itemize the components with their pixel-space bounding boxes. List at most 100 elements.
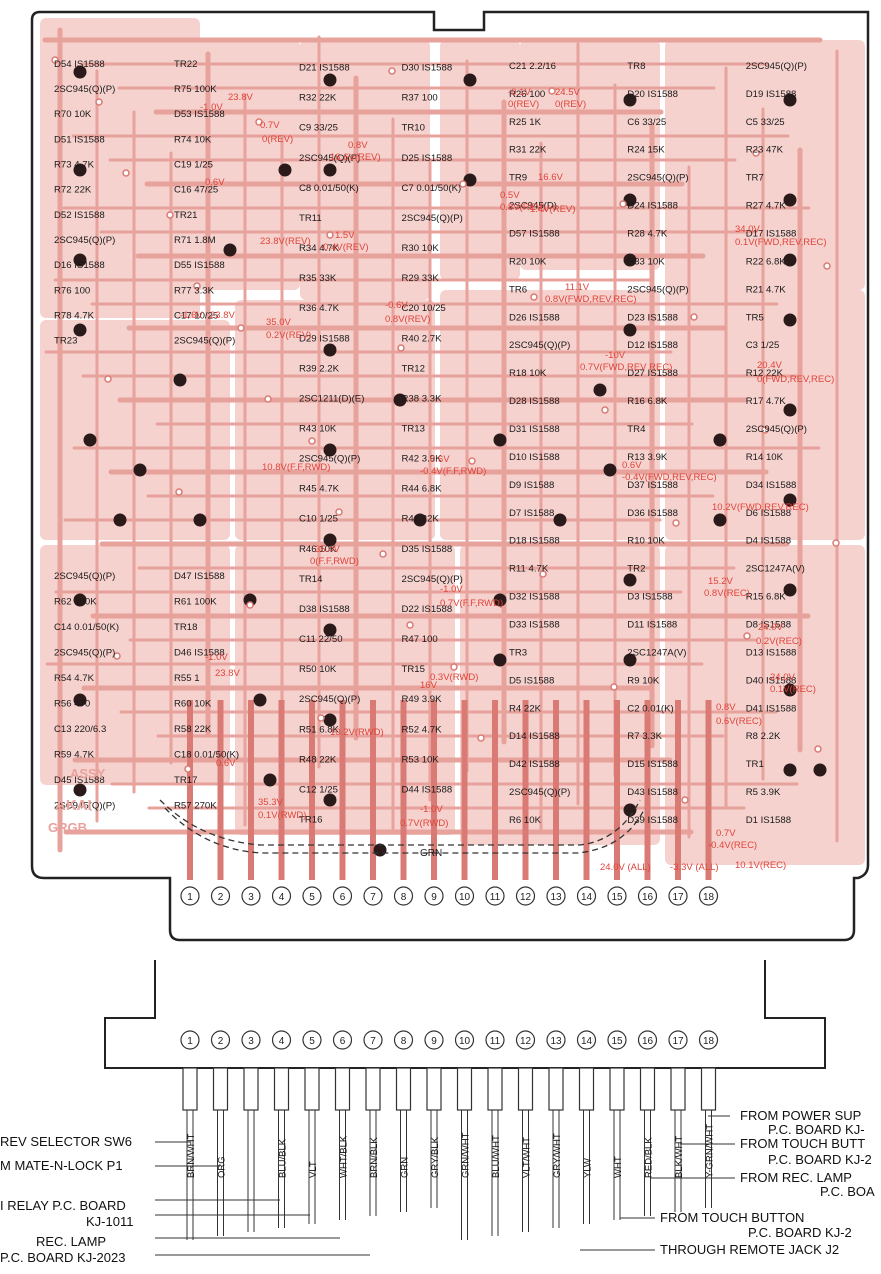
component-label: 2SC945(Q)(P) — [627, 284, 688, 295]
component-label: 2SC945(Q)(P) — [509, 340, 570, 351]
copper-region — [665, 40, 865, 290]
component-label: 2SC1211(D)(E) — [299, 393, 364, 404]
component-label: R20 10K — [509, 256, 547, 267]
voltage-label: -0.4V(REC) — [708, 840, 757, 851]
component-label: R5 3.9K — [746, 787, 781, 798]
solder-pad — [413, 513, 427, 527]
board-pin-circle — [302, 886, 322, 906]
component-label: D16 IS1588 — [54, 260, 105, 271]
component-label: D44 IS1588 — [402, 784, 453, 795]
wire-color-label: WHT — [613, 1156, 624, 1178]
component-label: R43 10K — [299, 424, 337, 435]
connector-pin-circle — [180, 1030, 200, 1050]
voltage-label: 0.6V — [205, 177, 225, 188]
connector-pin-number: 8 — [401, 1036, 407, 1047]
voltage-label: 0.5V — [500, 190, 520, 201]
voltage-label: 0.7V(RWD) — [400, 818, 448, 829]
solder-pad — [493, 653, 507, 667]
voltage-label: 0.8V — [716, 702, 736, 713]
connector-terminal — [426, 1067, 442, 1111]
component-label: 2SC1247A(V) — [627, 647, 686, 658]
connector-pin-circle — [393, 1030, 414, 1050]
voltage-label: 0.8V(FWD,REV,REC) — [545, 294, 637, 305]
solder-pad — [253, 693, 267, 707]
component-label: C14 0.01/50(K) — [54, 622, 119, 633]
component-label: D21 IS1588 — [299, 63, 350, 74]
component-label: 2SC945(D) — [509, 201, 557, 212]
component-label: R57 270K — [174, 801, 217, 812]
solder-pad — [73, 593, 87, 607]
component-label: 2SC945(Q)(P) — [54, 84, 115, 95]
board-pin-circle — [515, 886, 536, 906]
connector-pin-circle — [424, 1030, 444, 1050]
component-label: R40 2.7K — [402, 333, 443, 344]
component-label: D3 IS1588 — [627, 592, 672, 603]
component-label: R32 22K — [299, 93, 337, 104]
component-label: R25 1K — [509, 117, 542, 128]
wire-color-label: YLW — [583, 1158, 594, 1178]
component-label: 2SC945(Q)(P) — [402, 213, 463, 224]
component-label: D7 IS1588 — [509, 508, 554, 519]
via — [397, 344, 405, 352]
connector-pin-number: 2 — [218, 1036, 224, 1047]
component-label: 2SC945(Q)(P) — [299, 454, 360, 465]
component-label: R21 4.7K — [746, 284, 787, 295]
component-label: R17 4.7K — [746, 396, 787, 407]
connector-pin-circle — [607, 1030, 627, 1050]
voltage-label: 34.0V — [735, 224, 760, 235]
component-label: 2SC945(Q)(P) — [54, 648, 115, 659]
component-label: D11 IS1588 — [627, 620, 677, 631]
board-artwork — [40, 18, 865, 880]
cable-path — [159, 799, 641, 846]
connector-terminal — [487, 1067, 503, 1111]
board-pin-number: 15 — [611, 892, 623, 903]
board-pin-circle — [424, 886, 444, 906]
board-pin-number: 8 — [401, 892, 407, 903]
board-pin-circle — [363, 886, 383, 906]
component-label: C7 0.01/50(K) — [402, 183, 462, 194]
component-label: R47 100 — [402, 634, 438, 645]
voltage-label: 0(REV) — [555, 99, 586, 110]
wire-color-label: ORG — [217, 1156, 228, 1178]
component-label: R75 100K — [174, 84, 217, 95]
voltage-label: 0.7V — [260, 120, 280, 131]
voltage-label: 0(REV) — [508, 99, 539, 110]
solder-pad — [783, 253, 797, 267]
voltage-label: -0.1V — [508, 87, 531, 98]
voltage-label: 0.6V — [430, 454, 450, 465]
voltage-label: 0.8V — [348, 140, 368, 151]
via — [113, 652, 121, 660]
voltage-label: -0.6V — [385, 300, 408, 311]
voltage-label: 0.1V(FWD,REV,REC) — [735, 237, 827, 248]
connector-pin-number: 15 — [611, 1036, 623, 1047]
component-label: R18 10K — [509, 368, 547, 379]
via — [264, 395, 272, 403]
board-pin-circle — [454, 886, 475, 906]
component-label: TR3 — [509, 647, 527, 658]
component-label: R27 4.7K — [746, 201, 787, 212]
component-label: D17 IS1588 — [746, 229, 797, 240]
solder-pad — [623, 323, 637, 337]
component-label: R6 10K — [509, 815, 542, 826]
component-label: D6 IS1588 — [746, 508, 791, 519]
wire-color-label: GRN/WHT — [461, 1132, 472, 1178]
board-pin-number: 17 — [672, 892, 684, 903]
component-label: D46 IS1588 — [174, 648, 225, 659]
board-pin-number: 4 — [279, 892, 285, 903]
connector-pin-circle — [485, 1030, 505, 1050]
voltage-label: 16.6V — [538, 172, 563, 183]
component-label: D26 IS1588 — [509, 312, 560, 323]
via — [308, 437, 316, 445]
voltage-label: 1.4V(REV) — [530, 204, 575, 215]
dest-touch-butt-board: P.C. BOARD KJ-2 — [768, 1152, 872, 1167]
solder-pad — [73, 253, 87, 267]
component-label: C12 1/25 — [299, 784, 338, 795]
board-pin-circle — [241, 886, 261, 906]
component-label: TR13 — [402, 424, 425, 435]
component-label: R24 15K — [627, 145, 665, 156]
solder-pad — [783, 763, 797, 777]
component-label: R12 22K — [746, 368, 784, 379]
connector-pin-circle — [332, 1030, 353, 1050]
